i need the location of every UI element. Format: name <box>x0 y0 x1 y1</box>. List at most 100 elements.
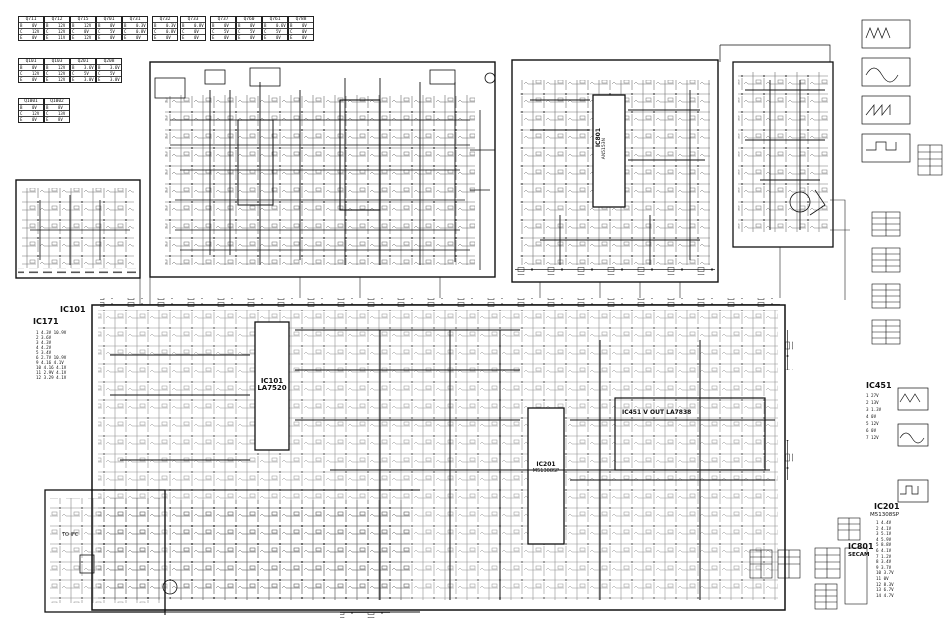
voltage-table-cell: 0V <box>31 34 43 40</box>
to-ifc-label: TO IFC <box>62 533 78 538</box>
voltage-table-cell: C <box>71 70 83 76</box>
voltage-table-cell: C <box>123 28 135 34</box>
interconnect-lines <box>139 199 850 305</box>
voltage-table-name: Q1002 <box>50 99 64 104</box>
ic171-name: IC171 <box>33 317 59 326</box>
voltage-table-cell: 0.8V <box>135 28 147 34</box>
ic201-side-part: M51308SP <box>870 512 900 519</box>
voltage-table-cell: 0V <box>193 34 205 40</box>
voltage-table-cell: 0V <box>109 22 121 28</box>
voltage-table-cell: C <box>97 28 109 34</box>
voltage-table-cell: 0V <box>301 28 313 34</box>
voltage-table-name: Q101 <box>25 59 37 64</box>
voltage-table-cell: E <box>211 34 223 40</box>
voltage-table-cell: E <box>71 76 83 82</box>
ic101-pin-list: 1 4.3V 10.9V 2 3.6V 3 4.3V 4 4.2V 5 3.4V… <box>36 330 67 380</box>
top-left-board <box>149 61 496 278</box>
voltage-table-cell: 0V <box>31 22 43 28</box>
voltage-table-cell: E <box>45 76 57 82</box>
ic451-name: IC451 V OUT LA7838 <box>622 409 692 416</box>
voltage-table-name: Q761 <box>269 17 281 22</box>
voltage-table-cell: 0V <box>109 34 121 40</box>
to-ifc-text: TO IFC <box>62 532 79 538</box>
voltage-table-cell: 5V <box>275 28 287 34</box>
voltage-table-cell: B <box>45 104 57 110</box>
voltage-table-cell: B <box>153 22 165 28</box>
voltage-table-cell: 12V <box>83 22 95 28</box>
voltage-table-cell: E <box>263 34 275 40</box>
voltage-table-cell: C <box>211 28 223 34</box>
voltage-table-name: Q711 <box>25 17 37 22</box>
ic201-pin-list: 1 4.4V 2 4.1V 3 5.1V 4 5.9V 5 8.8V 6 4.1… <box>876 520 894 598</box>
voltage-table-cell: C <box>97 70 109 76</box>
ic801-part-label: AN5153N <box>602 138 623 160</box>
voltage-table-cell: 3.6V <box>83 64 95 70</box>
voltage-table-cell: 0V <box>31 104 43 110</box>
voltage-table-cell: E <box>289 34 301 40</box>
ic201-name: IC201 <box>536 461 556 468</box>
voltage-table-cell: B <box>19 64 31 70</box>
voltage-table-name: Q103 <box>51 59 63 64</box>
ic801-side-sub-text: SECAM <box>848 552 870 558</box>
voltage-table-cell: 12V <box>57 28 69 34</box>
ic201-side-name: IC201 <box>874 502 900 511</box>
voltage-table-cell: B <box>71 22 83 28</box>
ic201-side-part-text: M51308SP <box>870 512 900 518</box>
voltage-table-cell: 5V <box>109 28 121 34</box>
voltage-table-cell: 12V <box>31 110 43 116</box>
voltage-table-cell: E <box>19 116 31 122</box>
voltage-table-cell: 5V <box>223 28 235 34</box>
voltage-table-name: Q733 <box>187 17 199 22</box>
voltage-table-cell: 12V <box>57 70 69 76</box>
voltage-table-cell: 12V <box>31 70 43 76</box>
voltage-table-cell: 8V <box>57 104 69 110</box>
voltage-table-cell: 0V <box>249 22 261 28</box>
voltage-table-name: Q208 <box>103 59 115 64</box>
ic801-name: IC801 <box>595 128 602 148</box>
voltage-table-cell: E <box>237 34 249 40</box>
voltage-table-cell: 0V <box>31 64 43 70</box>
voltage-table-cell: 12V <box>57 76 69 82</box>
voltage-table-cell: C <box>153 28 165 34</box>
voltage-table-name: Q732 <box>159 17 171 22</box>
ic801-side-name: IC801 <box>848 542 874 551</box>
ic101-label: IC101 LA7520 <box>256 378 288 392</box>
voltage-table-name: Q731 <box>129 17 141 22</box>
voltage-table-cell: B <box>263 22 275 28</box>
voltage-table-cell: B <box>289 22 301 28</box>
ic801-part: AN5153N <box>602 138 607 160</box>
voltage-table-cell: C <box>263 28 275 34</box>
voltage-table-name: Q712 <box>51 17 63 22</box>
voltage-table-cell: 12V <box>57 22 69 28</box>
ic451-label: IC451 V OUT LA7838 <box>622 410 691 416</box>
voltage-table-name: Q1001 <box>24 99 38 104</box>
voltage-table-cell: 0.8V <box>193 22 205 28</box>
voltage-table-cell: 0.6V <box>275 22 287 28</box>
voltage-table-cell: B <box>45 22 57 28</box>
voltage-table-cell: 0V <box>223 34 235 40</box>
voltage-table-cell: B <box>97 22 109 28</box>
voltage-table-name: Q701 <box>103 17 115 22</box>
top-right-board <box>719 44 834 248</box>
voltage-table-cell: 0V <box>83 28 95 34</box>
voltage-table-cell: B <box>19 104 31 110</box>
right-small-tables <box>749 144 943 610</box>
ic101-part: LA7520 <box>257 384 287 392</box>
voltage-table-cell: C <box>19 28 31 34</box>
